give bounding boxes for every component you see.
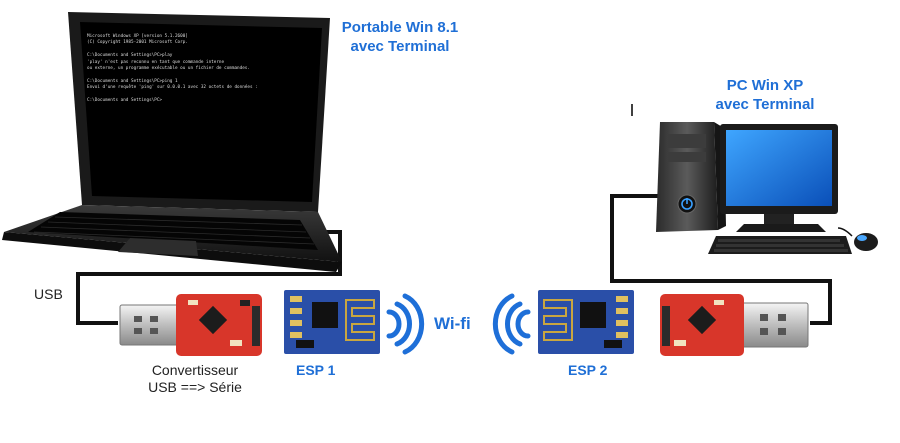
converter-label-line1: Convertisseur	[151, 362, 239, 378]
esp-module-2	[538, 290, 634, 354]
desktop-label-line2: avec Terminal	[715, 96, 815, 113]
desktop-label-line1: PC Win XP	[726, 77, 804, 94]
usb-label: USB	[34, 286, 63, 302]
laptop-illustration	[2, 12, 342, 272]
terminal-line: 'play' n'est pas reconnu en tant que com…	[87, 59, 225, 65]
terminal-line: Envoi d'une requête 'ping' sur 0.0.0.1 a…	[87, 85, 258, 91]
terminal-line: ou externe, un programme exécutable ou u…	[87, 66, 250, 71]
esp-module-1	[284, 290, 380, 354]
wifi-waves-left-icon	[386, 293, 425, 355]
terminal-line: Microsoft Windows XP [version 5.1.2600]	[87, 34, 188, 39]
terminal-line: C:\Documents and Settings\PC>	[87, 98, 163, 103]
cable-laptop-to-converter	[76, 230, 342, 325]
terminal-line: C:\Documents and Settings\PC>play	[87, 53, 173, 59]
terminal-line: (C) Copyright 1985-2001 Microsoft Corp.	[87, 40, 188, 46]
esp1-label: ESP 1	[296, 362, 336, 378]
converter-label-line2: USB ==> Série	[148, 379, 242, 395]
converter-label: Convertisseur USB ==> Série	[130, 362, 260, 396]
laptop-label-line1: Portable Win 8.1	[341, 19, 459, 36]
desktop-pc-illustration	[631, 104, 878, 254]
esp2-label: ESP 2	[568, 362, 608, 378]
laptop-label-line2: avec Terminal	[350, 38, 450, 55]
laptop-label: Portable Win 8.1 avec Terminal	[330, 18, 470, 56]
usb-serial-converter-left	[119, 294, 262, 356]
laptop-terminal-screen: Microsoft Windows XP [version 5.1.2600](…	[84, 30, 316, 190]
usb-serial-converter-right	[660, 294, 809, 356]
cable-desktop-to-converter	[610, 194, 832, 325]
wifi-label: Wi-fi	[434, 314, 471, 333]
desktop-label: PC Win XP avec Terminal	[700, 76, 830, 114]
terminal-line: C:\Documents and Settings\PC>ping 1	[87, 78, 178, 84]
wifi-waves-right-icon	[492, 293, 531, 355]
